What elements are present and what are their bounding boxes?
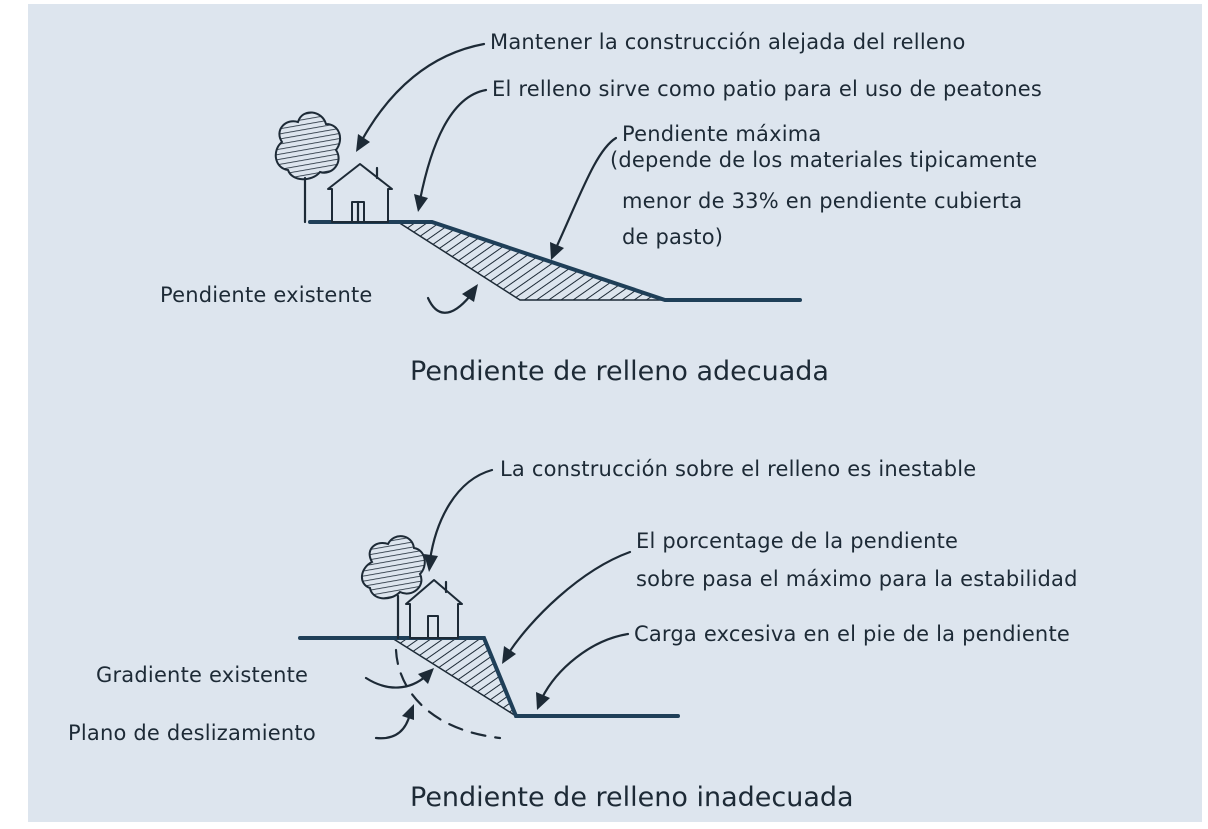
- label-max-slope-1: Pendiente máxima: [622, 122, 821, 146]
- label-percent-1: El porcentage de la pendiente: [636, 529, 958, 553]
- bottom-tree-icon: [361, 535, 426, 640]
- label-existing-slope: Pendiente existente: [160, 283, 373, 307]
- caption-inadequate: Pendiente de relleno inadecuada: [410, 782, 854, 813]
- top-leader-arrows: [356, 42, 618, 314]
- label-existing-gradient: Gradiente existente: [96, 663, 308, 687]
- bottom-house-icon: [405, 579, 463, 639]
- slip-plane-arc: [394, 648, 502, 740]
- caption-adequate: Pendiente de relleno adecuada: [410, 356, 829, 387]
- top-tree-icon: [274, 111, 342, 224]
- label-excess-load: Carga excesiva en el pie de la pendiente: [634, 622, 1070, 646]
- label-slip-plane: Plano de deslizamiento: [68, 721, 316, 745]
- label-max-slope-2: (depende de los materiales tipicamente: [610, 148, 1037, 172]
- fill-slope-diagram: Mantener la construcción alejada del rel…: [68, 30, 1078, 813]
- bottom-diagram: La construcción sobre el relleno es ines…: [68, 457, 1078, 813]
- label-patio: El relleno sirve como patio para el uso …: [492, 77, 1042, 101]
- diagram-panel: Mantener la construcción alejada del rel…: [28, 4, 1202, 822]
- bottom-leader-arrows: [364, 468, 632, 740]
- label-max-slope-3: menor de 33% en pendiente cubierta: [622, 189, 1022, 213]
- bottom-ground-line: [298, 636, 680, 718]
- bottom-fill-wedge: [389, 637, 518, 718]
- top-house-icon: [327, 163, 393, 224]
- label-percent-2: sobre pasa el máximo para la estabilidad: [636, 567, 1078, 591]
- label-unstable: La construcción sobre el relleno es ines…: [500, 457, 976, 481]
- top-diagram: Mantener la construcción alejada del rel…: [160, 30, 1042, 387]
- label-keep-away: Mantener la construcción alejada del rel…: [490, 30, 966, 54]
- label-max-slope-4: de pasto): [622, 225, 723, 249]
